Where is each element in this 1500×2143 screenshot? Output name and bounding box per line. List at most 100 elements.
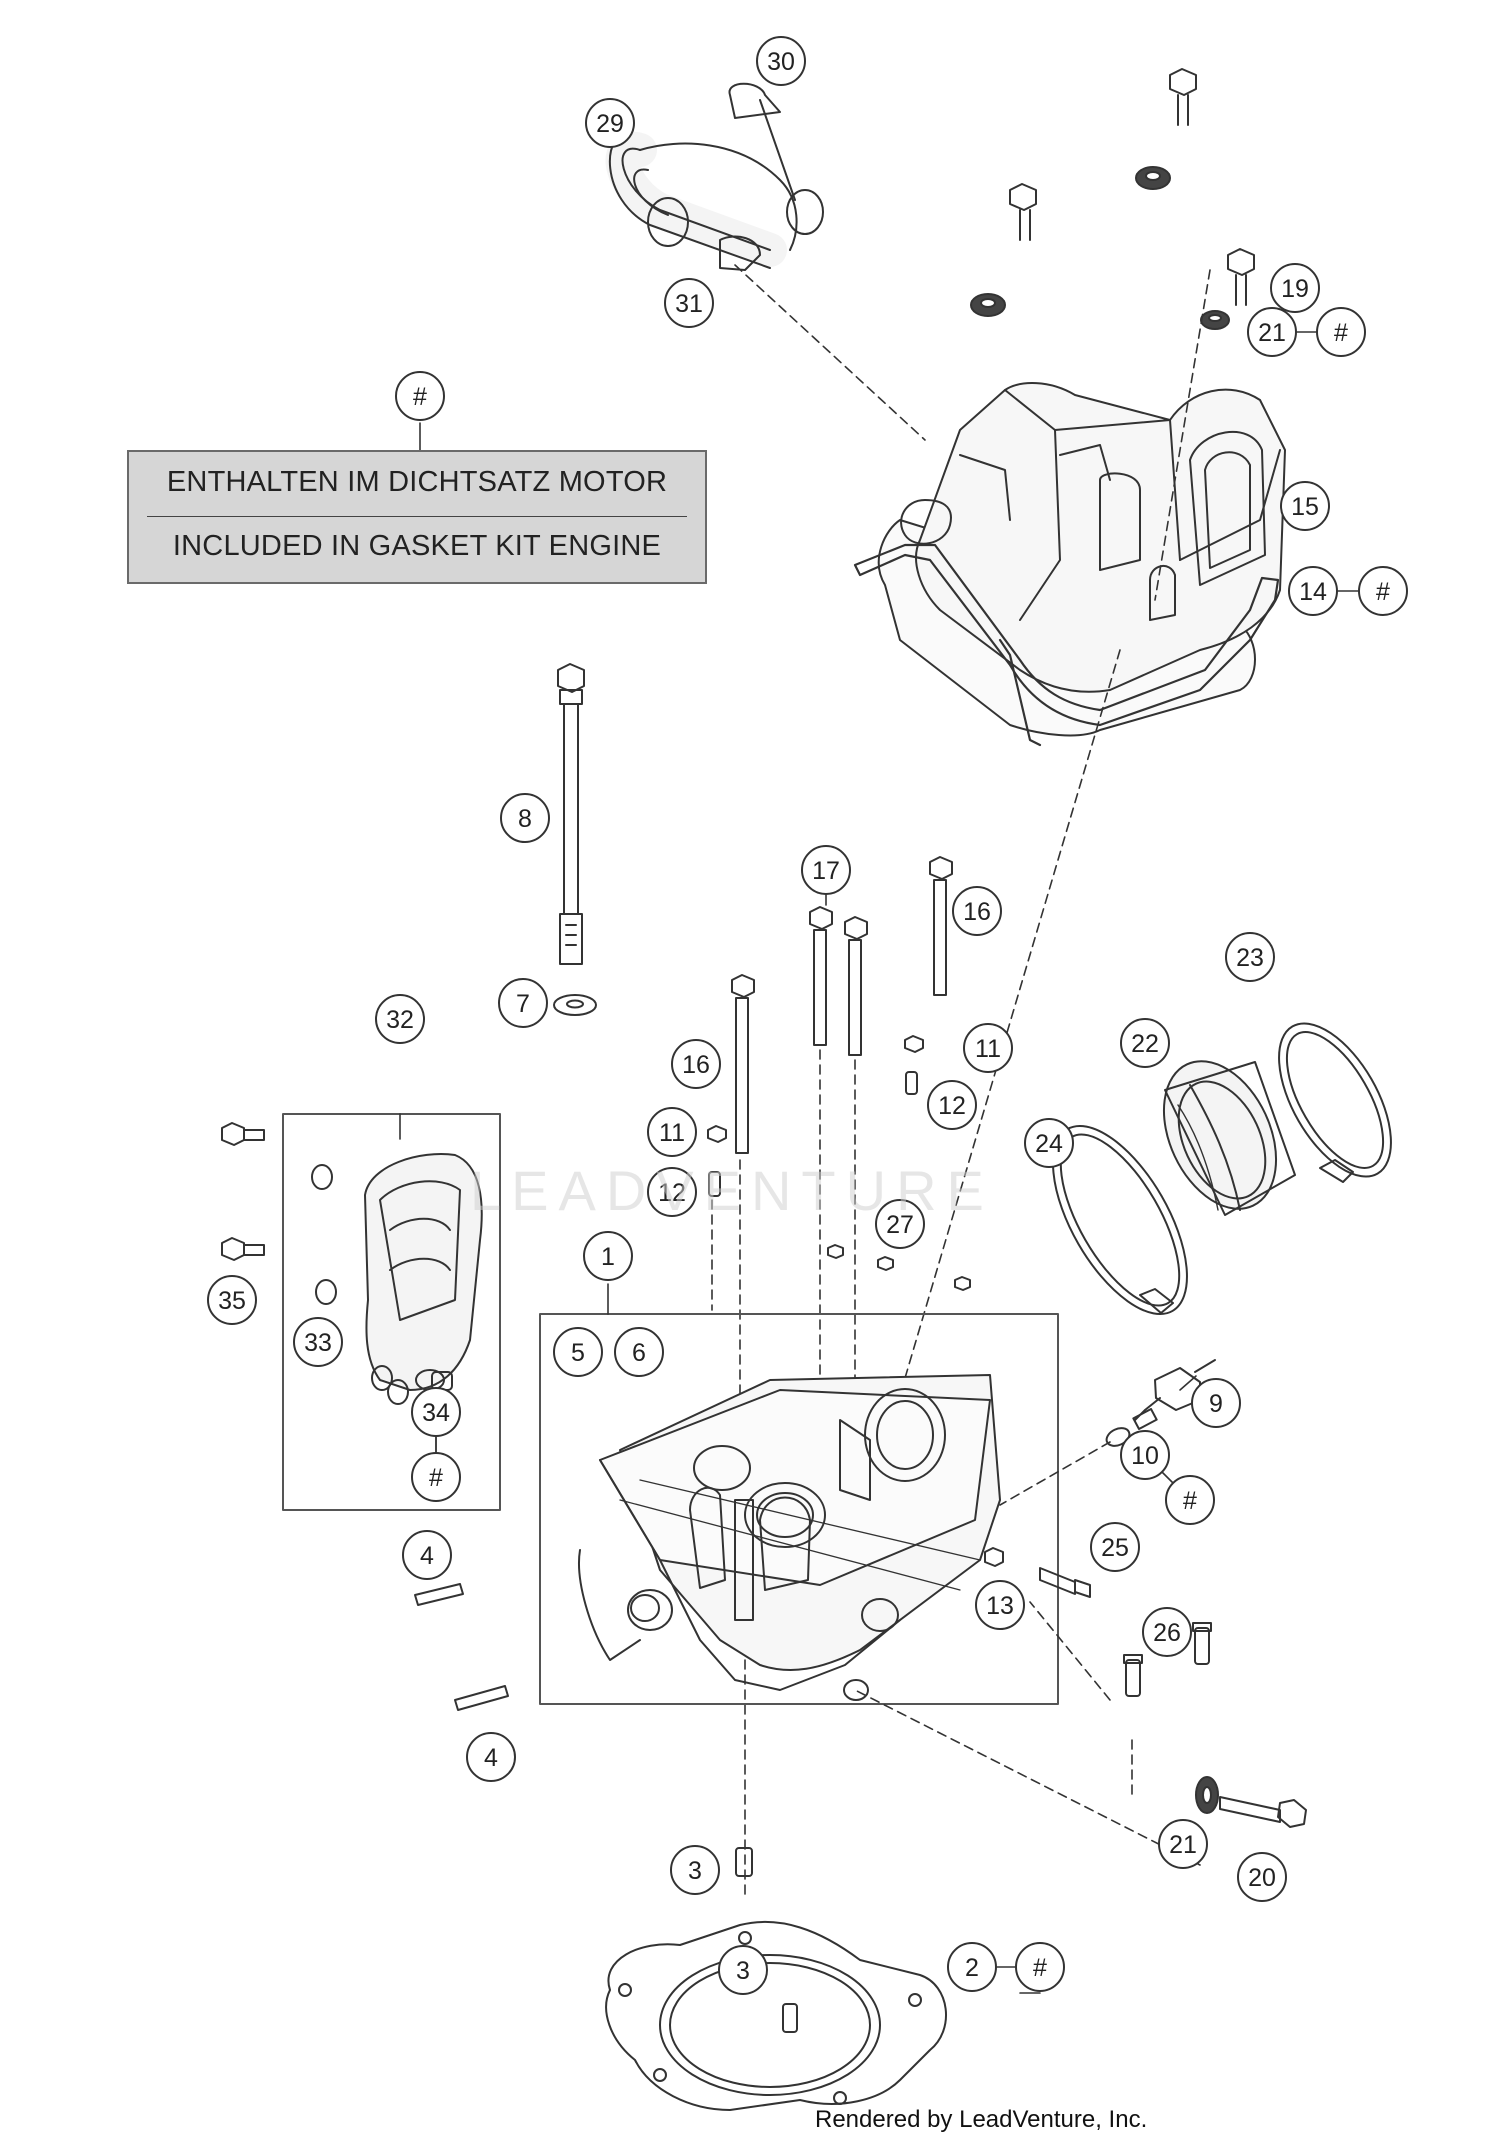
callout-c6: 6	[614, 1327, 664, 1377]
subassembly-box-32	[282, 1113, 501, 1511]
callout-number: 16	[682, 1051, 710, 1079]
callout-c5: 5	[553, 1327, 603, 1377]
callout-c32: 32	[375, 994, 425, 1044]
callout-c11b: 11	[647, 1107, 697, 1157]
callout-number: 35	[218, 1287, 246, 1315]
cylinder-head	[578, 1374, 1001, 1701]
breather-hose	[605, 82, 824, 271]
callout-number: 19	[1281, 275, 1309, 303]
stud-bolt-8	[557, 663, 585, 965]
callout-circle	[756, 36, 806, 86]
callout-circle	[963, 1023, 1013, 1073]
callout-circle	[1158, 1819, 1208, 1869]
callout-number: 17	[812, 857, 840, 885]
head-bolts	[731, 856, 953, 1154]
callout-circle	[498, 978, 548, 1028]
callout-number: 33	[304, 1329, 332, 1357]
callout-c15: 15	[1280, 481, 1330, 531]
callout-circle	[1288, 566, 1338, 616]
callout-number: 1	[601, 1243, 615, 1271]
callout-circle	[1247, 307, 1297, 357]
callout-cLegend: #	[395, 371, 445, 421]
callout-c9: 9	[1191, 1378, 1241, 1428]
plug-13	[984, 1547, 1004, 1567]
callout-number: 20	[1248, 1864, 1276, 1892]
callout-c23: 23	[1225, 932, 1275, 982]
callout-circle	[647, 1107, 697, 1157]
callout-c27: 27	[875, 1199, 925, 1249]
callout-number: 21	[1169, 1831, 1197, 1859]
callout-circle	[975, 1580, 1025, 1630]
callout-c20: 20	[1237, 1852, 1287, 1902]
callout-number: 23	[1236, 944, 1264, 972]
callout-c16b: 16	[671, 1039, 721, 1089]
callout-c2: 2	[947, 1942, 997, 1992]
gasket-kit-legend: ENTHALTEN IM DICHTSATZ MOTOR INCLUDED IN…	[127, 450, 707, 584]
callout-circle	[1015, 1942, 1065, 1992]
valve-cover	[877, 382, 1286, 737]
callout-circle	[1120, 1430, 1170, 1480]
callout-number: 34	[422, 1399, 450, 1427]
callout-number: 3	[736, 1957, 750, 1985]
callout-c8: 8	[500, 793, 550, 843]
callout-number: #	[1376, 578, 1390, 606]
callout-circle	[1120, 1018, 1170, 1068]
callout-number: 12	[938, 1092, 966, 1120]
callout-c10_h: #	[1165, 1475, 1215, 1525]
callout-c29: 29	[585, 98, 635, 148]
callout-number: 11	[975, 1035, 1001, 1063]
callout-c7: 7	[498, 978, 548, 1028]
callout-number: 10	[1131, 1442, 1159, 1470]
callout-number: #	[429, 1464, 443, 1492]
callout-c14: 14	[1288, 566, 1338, 616]
callout-c33: 33	[293, 1317, 343, 1367]
callout-number: #	[1334, 319, 1348, 347]
callout-circle	[1358, 566, 1408, 616]
callout-number: 4	[484, 1744, 498, 1772]
callout-circle	[1316, 307, 1366, 357]
o-ring-10	[1105, 1427, 1131, 1447]
fitting-25	[1039, 1567, 1091, 1598]
intake-flange-22	[1162, 1060, 1296, 1216]
callout-circle	[402, 1530, 452, 1580]
callout-circle	[670, 1845, 720, 1895]
callout-number: 25	[1101, 1534, 1129, 1562]
callout-c21b: 21	[1158, 1819, 1208, 1869]
bolt-20-washer-21	[1195, 1776, 1307, 1828]
callout-c3b: 3	[718, 1945, 768, 1995]
dash-leader-hose	[734, 264, 926, 441]
callout-number: 29	[596, 110, 624, 138]
callout-number: 11	[659, 1119, 685, 1147]
callout-c35: 35	[207, 1275, 257, 1325]
callout-circle	[1225, 932, 1275, 982]
legend-text-english: INCLUDED IN GASKET KIT ENGINE	[172, 530, 662, 562]
callout-circle	[952, 886, 1002, 936]
callout-c16a: 16	[952, 886, 1002, 936]
callout-circle	[411, 1387, 461, 1437]
watermark: LEADVENTURE	[470, 1159, 994, 1222]
callout-c14_h: #	[1358, 566, 1408, 616]
callout-circle	[875, 1199, 925, 1249]
dash-leader-sensor	[854, 1441, 1201, 1866]
callout-number: 13	[986, 1592, 1014, 1620]
callout-c21a: 21	[1247, 307, 1297, 357]
callout-number: 24	[1035, 1130, 1063, 1158]
cover-washers	[970, 166, 1230, 330]
callout-number: #	[413, 383, 427, 411]
callout-c3a: 3	[670, 1845, 720, 1895]
callout-number: 26	[1153, 1619, 1181, 1647]
callout-circle	[671, 1039, 721, 1089]
callout-circle	[466, 1732, 516, 1782]
callout-circle	[1024, 1118, 1074, 1168]
legend-text-german: ENTHALTEN IM DICHTSATZ MOTOR	[166, 466, 668, 498]
callout-c13: 13	[975, 1580, 1025, 1630]
callout-circle	[583, 1231, 633, 1281]
callout-number: 21	[1258, 319, 1286, 347]
callout-number: 30	[767, 48, 795, 76]
callout-number: 9	[1209, 1390, 1223, 1418]
callout-c25: 25	[1090, 1522, 1140, 1572]
callout-c4a: 4	[402, 1530, 452, 1580]
callout-c11a: 11	[963, 1023, 1013, 1073]
callout-c26: 26	[1142, 1607, 1192, 1657]
callout-circle	[1191, 1378, 1241, 1428]
